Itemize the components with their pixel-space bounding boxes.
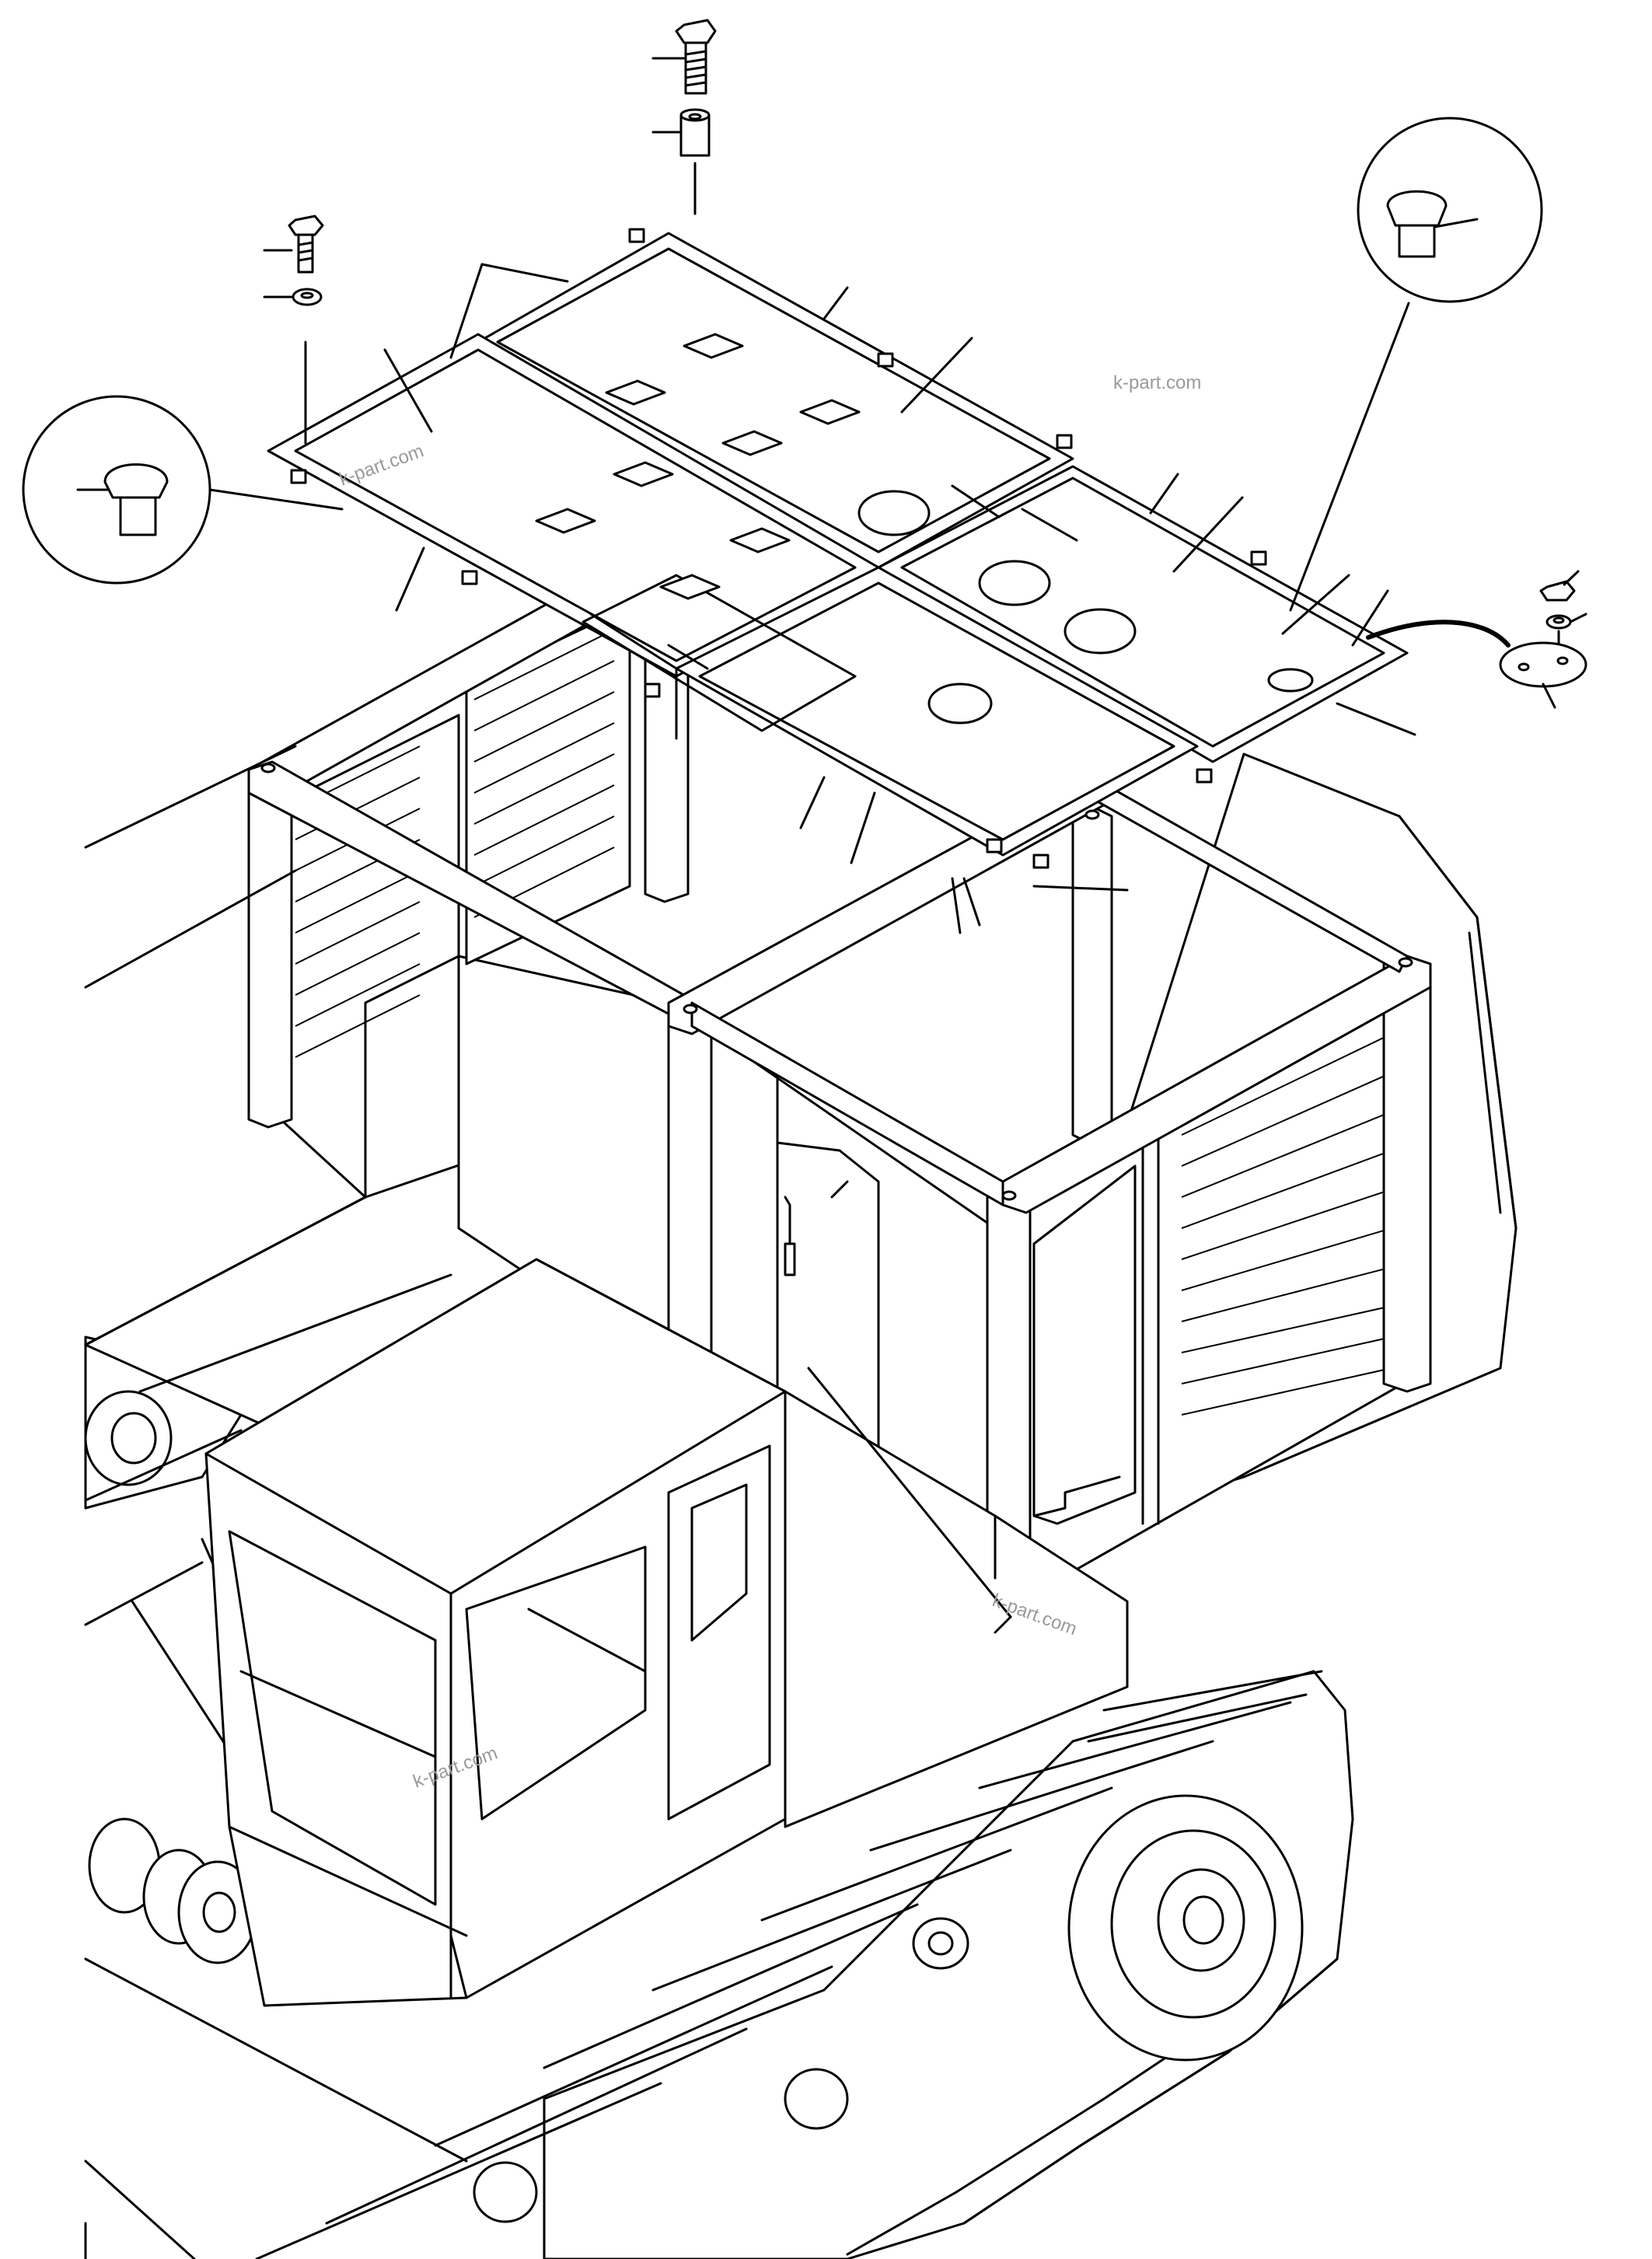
edge-tabs: [290, 228, 1267, 869]
post-front-mid: [667, 1001, 713, 1377]
operator-cab: [204, 1258, 1129, 2007]
rear-louvers: [473, 629, 615, 918]
left-idler-wheel: [84, 1390, 173, 1486]
leader-lines: [76, 57, 1587, 1634]
bolt-top-center: [675, 19, 717, 215]
cover-holes: [857, 490, 1314, 724]
post-rear-right: [1071, 807, 1113, 1144]
right-louvers: [1181, 1033, 1392, 1416]
nut-washer-right: [1539, 580, 1576, 648]
support-frame: [247, 531, 1432, 1611]
cab-rear-box: [784, 1390, 1129, 1828]
detail-circle-right: [1289, 117, 1543, 612]
cab-door-window: [690, 1483, 748, 1642]
post-front-left: [247, 760, 293, 1129]
engine-hood-enclosure: [271, 605, 1432, 1595]
bottom-rollers: [473, 1917, 969, 2223]
left-rollers: [88, 1817, 258, 1964]
cab-front-window: [228, 1530, 437, 1906]
door-handle: [784, 1242, 796, 1276]
post-right-corner: [1382, 955, 1432, 1393]
cab-side-window: [465, 1545, 647, 1821]
right-door: [1032, 1164, 1137, 1525]
right-idler-wheel: [1067, 1794, 1304, 2062]
bolt-top-left: [288, 215, 324, 445]
detail-circle-left: [22, 395, 344, 585]
cover-plates: [267, 228, 1409, 869]
mounting-pads: [535, 333, 861, 600]
watermark-1: k-part.com: [1113, 372, 1201, 393]
